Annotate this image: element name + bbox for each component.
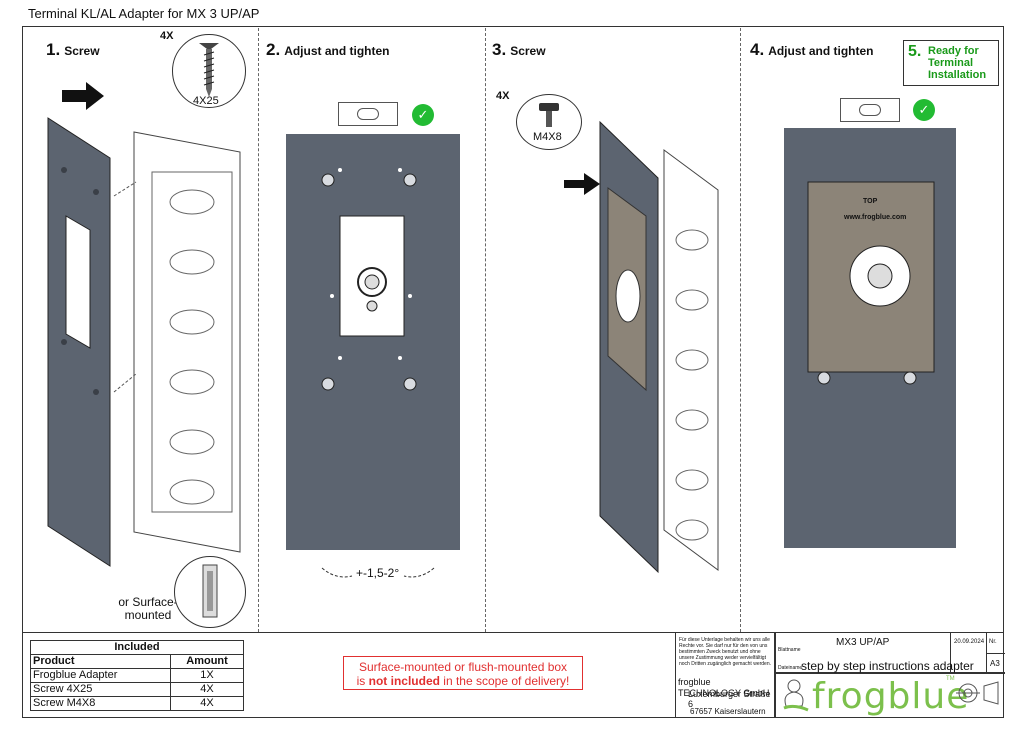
url-marking: www.frogblue.com bbox=[844, 214, 907, 221]
table-row: Screw 4X25 4X bbox=[29, 682, 244, 697]
adapter-plate-exploded-view bbox=[47, 117, 241, 567]
table-row: Screw M4X8 4X bbox=[29, 696, 244, 711]
included-table: Included Product Amount Frogblue Adapter… bbox=[29, 640, 244, 711]
amount-cell: 4X bbox=[170, 682, 244, 697]
screw-quantity: 4X bbox=[496, 90, 510, 102]
surface-mounted-label: or Surface-mounted bbox=[118, 595, 178, 622]
step-3-header: 3. Screw bbox=[492, 40, 546, 60]
screw-size: M4X8 bbox=[533, 131, 562, 143]
table-row: Frogblue Adapter 1X bbox=[29, 668, 244, 683]
company-name: frogblue TECHNOLOGY GmbH bbox=[678, 677, 770, 698]
surface-box-callout bbox=[174, 556, 246, 628]
step-4-header: 4. Adjust and tighten bbox=[750, 40, 874, 60]
step-number: 3. bbox=[492, 40, 507, 59]
product-cell: Frogblue Adapter bbox=[29, 668, 172, 683]
step-label: Screw bbox=[510, 44, 546, 58]
spirit-level-icon bbox=[338, 102, 398, 126]
trademark: TM bbox=[946, 676, 955, 682]
legal-note: Für diese Unterlage behalten wir uns all… bbox=[679, 637, 771, 667]
document-title: Terminal KL/AL Adapter for MX 3 UP/AP bbox=[28, 6, 260, 21]
top-marking: TOP bbox=[863, 198, 878, 205]
step-number: 5. bbox=[908, 43, 922, 60]
screw-size: 4X25 bbox=[193, 95, 219, 107]
column-divider bbox=[258, 28, 259, 632]
company-street: Luxemburger Straße 6 bbox=[688, 689, 771, 709]
column-header: Amount bbox=[170, 654, 244, 669]
number-label: Nr. bbox=[989, 639, 997, 645]
adapter-panel-installed bbox=[784, 128, 956, 548]
screw-callout: 4X25 bbox=[172, 34, 246, 108]
screw-icon bbox=[199, 43, 219, 97]
machine-screw-icon bbox=[539, 103, 559, 127]
delivery-notice: Surface-mounted or flush-mounted box is … bbox=[343, 656, 583, 690]
frog-logo-icon bbox=[783, 679, 809, 712]
drawing-frame bbox=[22, 26, 1004, 718]
arrow-right-icon bbox=[564, 173, 600, 195]
amount-cell: 1X bbox=[170, 668, 244, 683]
table-title: Included bbox=[30, 640, 244, 655]
step-number: 4. bbox=[750, 40, 765, 59]
file-name: step by step instructions adapter bbox=[801, 659, 974, 673]
step-label: Screw bbox=[64, 44, 100, 58]
rotation-arrows-icon bbox=[321, 567, 435, 578]
document-date: 20.09.2024 bbox=[954, 639, 985, 645]
step-1-header: 1. Screw bbox=[46, 40, 100, 60]
project-label: Blattname bbox=[778, 647, 801, 653]
title-block-company: Für diese Unterlage behalten wir uns all… bbox=[675, 632, 775, 718]
step-label: Adjust and tighten bbox=[768, 44, 874, 58]
product-cell: Screw M4X8 bbox=[29, 696, 172, 711]
product-cell: Screw 4X25 bbox=[29, 682, 172, 697]
column-divider bbox=[740, 28, 741, 632]
step-5-ready-box: 5. Ready for Terminal Installation bbox=[903, 40, 999, 86]
check-icon: ✓ bbox=[412, 104, 434, 126]
step-number: 2. bbox=[266, 40, 281, 59]
title-block-info: MX3 UP/AP Blattname 20.09.2024 Nr. Datei… bbox=[775, 632, 1005, 718]
company-city: 67657 Kaiserslautern bbox=[690, 707, 766, 716]
step-label: Adjust and tighten bbox=[284, 44, 390, 58]
screw-quantity: 4X bbox=[160, 30, 174, 42]
step-number: 1. bbox=[46, 40, 61, 59]
notice-line: is not included in the scope of delivery… bbox=[356, 674, 570, 688]
project-name: MX3 UP/AP bbox=[836, 637, 890, 648]
screw-callout: M4X8 bbox=[516, 94, 582, 150]
amount-cell: 4X bbox=[170, 696, 244, 711]
step-label: Ready for Terminal Installation bbox=[928, 45, 987, 81]
adapter-bracket-assembly bbox=[599, 120, 719, 574]
column-header: Product bbox=[29, 654, 172, 669]
column-divider bbox=[485, 28, 486, 632]
projection-symbol-icon bbox=[956, 681, 999, 705]
footer-divider bbox=[22, 632, 1004, 633]
file-label: Dateiname bbox=[778, 665, 803, 671]
surface-box-icon bbox=[202, 564, 218, 618]
step-2-header: 2. Adjust and tighten bbox=[266, 40, 390, 60]
arrow-right-icon bbox=[62, 82, 104, 110]
paper-size: A3 bbox=[990, 659, 1000, 668]
brand-logo: frogblue bbox=[812, 676, 970, 717]
adapter-panel bbox=[286, 134, 460, 550]
check-icon: ✓ bbox=[913, 99, 935, 121]
tolerance-angle-label: +-1,5-2° bbox=[356, 566, 400, 580]
notice-line: Surface-mounted or flush-mounted box bbox=[358, 660, 568, 674]
spirit-level-icon bbox=[840, 98, 900, 122]
